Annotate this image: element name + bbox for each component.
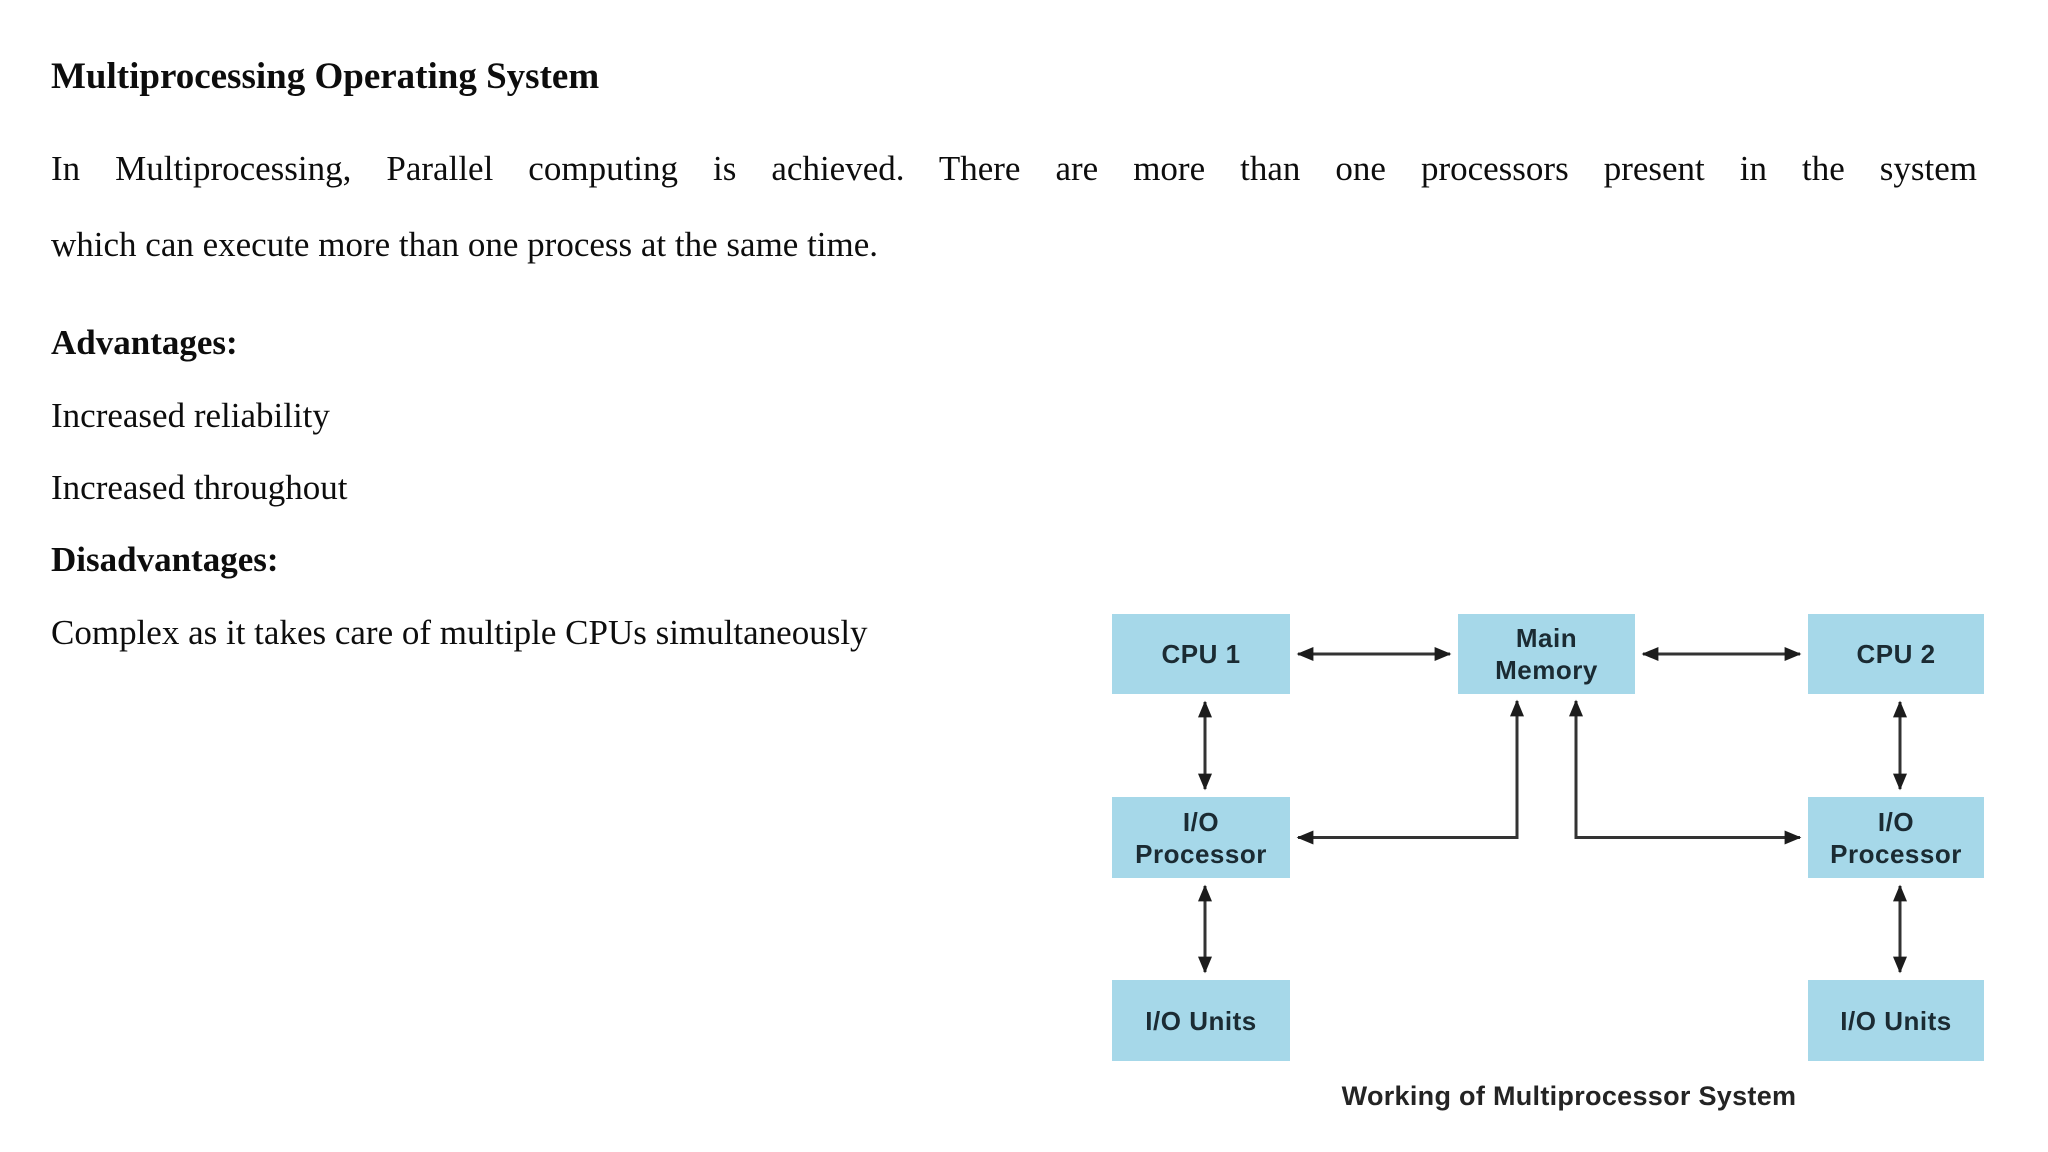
multiprocessor-diagram: CPU 1 Main Memory CPU 2 I/O Processor I/… (1090, 590, 2048, 1150)
io-units-left-box: I/O Units (1112, 980, 1290, 1061)
io-processor-left-box: I/O Processor (1112, 797, 1290, 878)
cpu2-box: CPU 2 (1808, 614, 1984, 694)
io-processor-right-box: I/O Processor (1808, 797, 1984, 878)
io-units-right-box: I/O Units (1808, 980, 1984, 1061)
diagram-caption: Working of Multiprocessor System (1341, 1081, 1797, 1111)
io-units-right-box-label: I/O Units (1840, 1005, 1952, 1036)
io-units-left-box-label: I/O Units (1145, 1005, 1257, 1036)
cpu1-box: CPU 1 (1112, 614, 1290, 694)
connector-arrows (1198, 647, 1907, 974)
cpu2-box-label: CPU 2 (1856, 639, 1936, 669)
paragraph-line-2: which can execute more than one process … (51, 225, 879, 264)
page-title: Multiprocessing Operating System (51, 56, 600, 97)
disadvantages-heading: Disadvantages: (51, 540, 279, 579)
cpu1-box-label: CPU 1 (1161, 639, 1241, 669)
main-memory-box: Main Memory (1458, 614, 1635, 694)
advantages-heading: Advantages: (51, 323, 238, 362)
io-processor-right-box-label: I/O Processor (1830, 806, 1962, 869)
io-processor-left-box-label: I/O Processor (1135, 806, 1267, 869)
advantage-item-2: Increased throughout (51, 468, 348, 507)
paragraph-line-1: In Multiprocessing, Parallel computing i… (51, 149, 1977, 188)
disadvantage-item-1: Complex as it takes care of multiple CPU… (51, 613, 868, 652)
advantage-item-1: Increased reliability (51, 396, 330, 435)
main-memory-box-label: Main Memory (1495, 623, 1598, 685)
